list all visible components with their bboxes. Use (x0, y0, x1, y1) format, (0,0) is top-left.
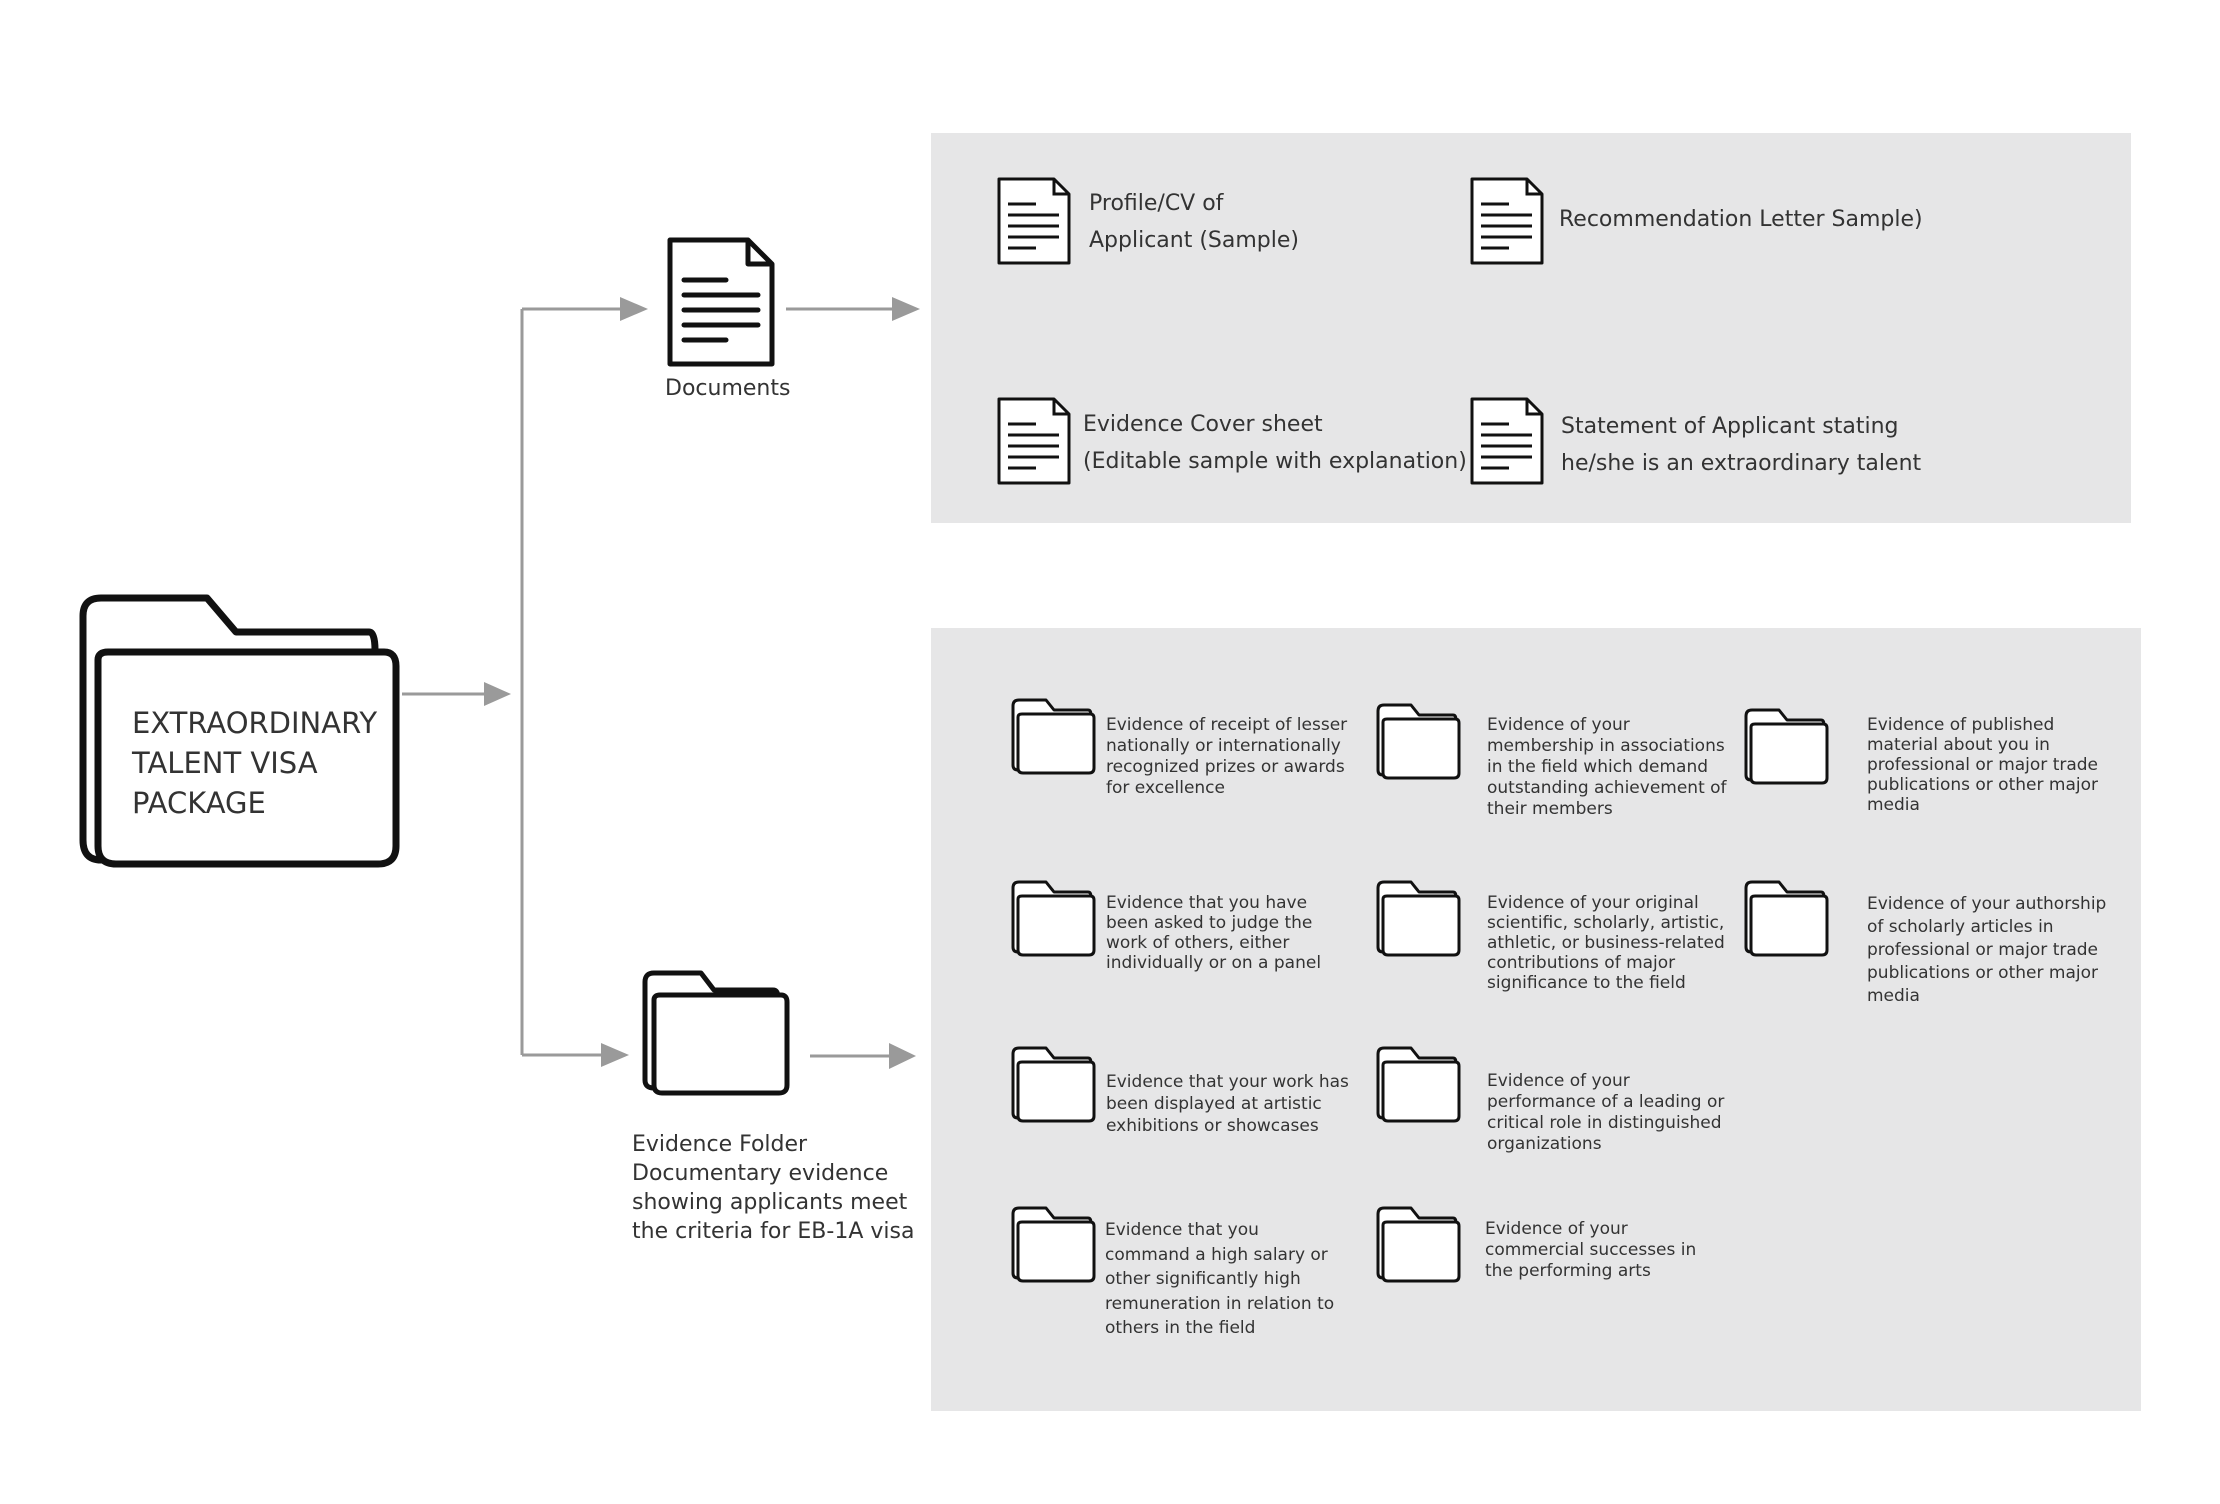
document-icon (1469, 396, 1545, 486)
arrowhead (620, 297, 648, 321)
folder-icon (1010, 1205, 1096, 1283)
evidence-item-label: Evidence of your original scientific, sc… (1487, 893, 1725, 993)
document-item-label: Evidence Cover sheet (Editable sample wi… (1083, 412, 1467, 474)
evidence-item-label: Evidence that you command a high salary … (1105, 1220, 1335, 1338)
folder-icon (1743, 707, 1829, 785)
documents-hub-label: Documents (665, 376, 791, 401)
arrowhead (892, 297, 920, 321)
evidence-item-label: Evidence that you have been asked to jud… (1106, 893, 1322, 973)
document-item-label: Profile/CV of Applicant (Sample) (1089, 191, 1299, 253)
arrowhead (601, 1043, 629, 1067)
document-icon (996, 396, 1072, 486)
document-item-label: Statement of Applicant stating he/she is… (1561, 414, 1922, 476)
evidence-item-label: Evidence of your performance of a leadin… (1487, 1071, 1725, 1154)
arrowhead (889, 1043, 916, 1069)
evidence-panel (931, 628, 2141, 1411)
folder-icon (1010, 879, 1096, 957)
arrowhead (484, 682, 511, 706)
folder-icon (1375, 1045, 1461, 1123)
evidence-item-label: Evidence of published material about you… (1867, 715, 2099, 815)
evidence-item-label: Evidence of receipt of lesser nationally… (1106, 715, 1348, 798)
document-icon (996, 176, 1072, 266)
document-item-label: Recommendation Letter Sample) (1559, 207, 1923, 232)
folder-icon (1375, 1205, 1461, 1283)
package-title: EXTRAORDINARY TALENT VISA PACKAGE (132, 706, 378, 820)
document-icon (1469, 176, 1545, 266)
document-icon (666, 236, 776, 368)
folder-icon (641, 968, 791, 1098)
folder-icon (1010, 697, 1096, 775)
folder-icon (78, 590, 402, 872)
evidence-item-label: Evidence that your work has been display… (1106, 1072, 1349, 1136)
folder-icon (1375, 879, 1461, 957)
folder-icon (1743, 879, 1829, 957)
folder-icon (1375, 702, 1461, 780)
evidence-item-label: Evidence of your membership in associati… (1487, 715, 1727, 819)
evidence-item-label: Evidence of your authorship of scholarly… (1867, 894, 2107, 1006)
evidence-item-label: Evidence of your commercial successes in… (1485, 1219, 1697, 1281)
folder-icon (1010, 1045, 1096, 1123)
evidence-hub-label: Evidence Folder Documentary evidence sho… (632, 1132, 915, 1244)
